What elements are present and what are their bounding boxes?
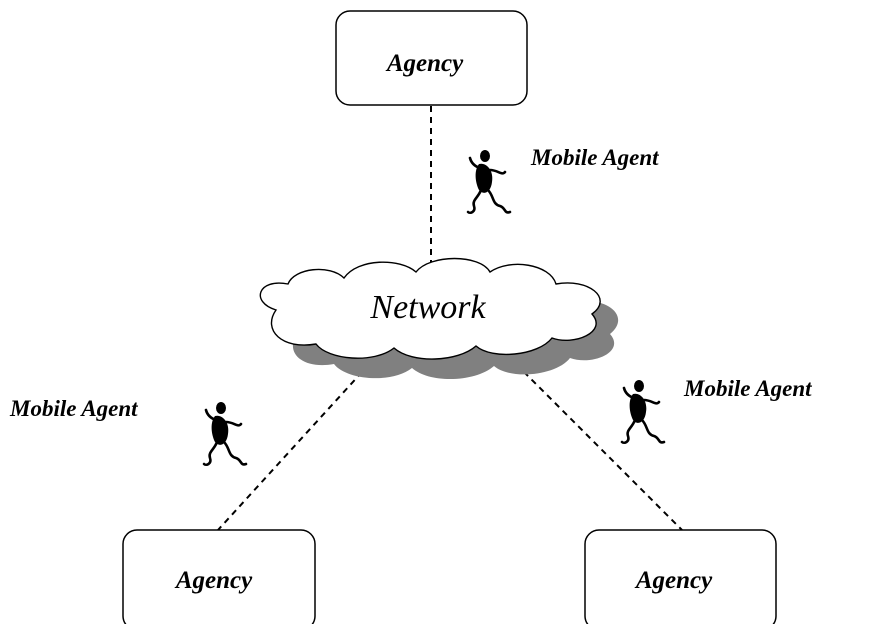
agency-bottom-right: Agency [584, 529, 777, 624]
mobile-agent-right: Mobile Agent [620, 376, 812, 445]
agency-bottom-left: Agency [122, 529, 316, 624]
mobile-agent-top: Mobile Agent [466, 145, 659, 215]
agency-top: Agency [335, 10, 528, 106]
agency-top-label: Agency [385, 50, 464, 77]
agency-bottom-right-label: Agency [634, 567, 713, 594]
mobile-agent-right-label: Mobile Agent [683, 376, 812, 401]
running-agent-icon [466, 148, 512, 215]
link-network-bottom-right-agency [515, 363, 683, 531]
mobile-agent-left-label: Mobile Agent [9, 396, 138, 421]
network-cloud: Network [259, 257, 619, 380]
agency-bottom-left-label: Agency [174, 567, 253, 594]
running-agent-icon [202, 400, 248, 467]
network-label: Network [369, 289, 486, 326]
mobile-agent-top-label: Mobile Agent [530, 145, 659, 170]
mobile-agent-left: Mobile Agent [9, 396, 248, 467]
link-network-bottom-left-agency [217, 371, 363, 531]
running-agent-icon [620, 378, 666, 445]
